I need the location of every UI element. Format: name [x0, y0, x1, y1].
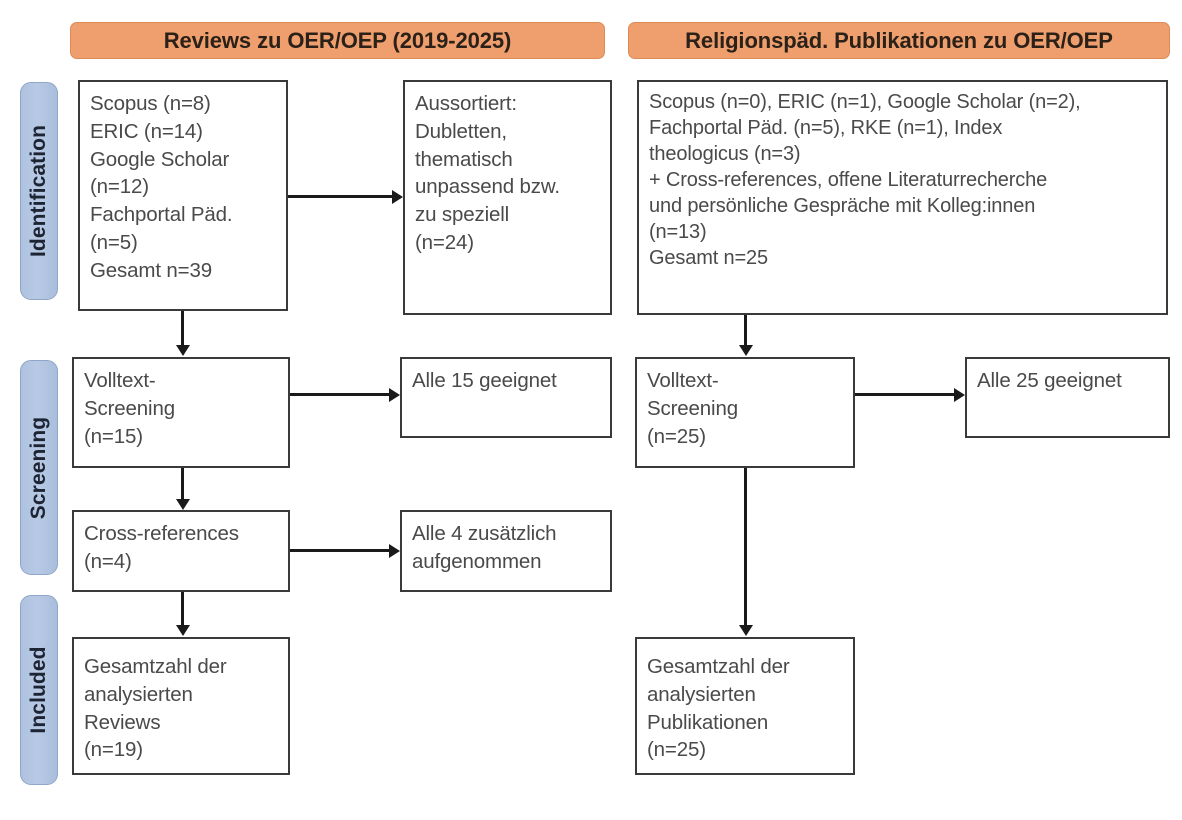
arrowhead-reviews-sources-to-screening: [175, 345, 190, 356]
box-publications-fulltext-screening: Volltext- Screening (n=25): [635, 357, 855, 468]
phase-pill-included: Included: [20, 595, 58, 785]
connector-reviews-crossref-to-included: [181, 592, 184, 626]
box-publications-sources: Scopus (n=0), ERIC (n=1), Google Scholar…: [637, 80, 1168, 315]
arrowhead-publications-screening-to-eligible: [954, 387, 965, 402]
box-reviews-sources: Scopus (n=8) ERIC (n=14) Google Scholar …: [78, 80, 288, 311]
column-header-reviews-label: Reviews zu OER/OEP (2019-2025): [163, 27, 512, 53]
box-reviews-cross-references: Cross-references (n=4): [72, 510, 290, 592]
box-reviews-all-eligible: Alle 15 geeignet: [400, 357, 612, 438]
arrowhead-publications-screening-to-included: [738, 625, 753, 636]
connector-publications-screening-to-included: [744, 468, 747, 626]
box-publications-all-eligible: Alle 25 geeignet: [965, 357, 1170, 438]
box-publications-included-total: Gesamtzahl der analysierten Publikatione…: [635, 637, 855, 775]
connector-reviews-crossref-to-added: [290, 549, 391, 552]
arrowhead-reviews-crossref-to-included: [175, 625, 190, 636]
connector-reviews-sources-to-excluded: [288, 195, 392, 198]
phase-pill-screening: Screening: [20, 360, 58, 575]
box-reviews-all-added: Alle 4 zusätzlich aufgenommen: [400, 510, 612, 592]
phase-pill-identification: Identification: [20, 82, 58, 300]
phase-label-included: Included: [27, 646, 50, 734]
connector-reviews-sources-to-screening: [181, 311, 184, 346]
arrowhead-reviews-screening-to-crossref: [175, 499, 190, 510]
connector-reviews-screening-to-crossref: [181, 468, 184, 500]
phase-label-screening: Screening: [27, 416, 50, 519]
connector-publications-sources-to-screening: [744, 315, 747, 346]
connector-publications-screening-to-eligible: [855, 393, 956, 396]
column-header-publications-label: Religionspäd. Publikationen zu OER/OEP: [685, 27, 1113, 53]
box-reviews-included-total: Gesamtzahl der analysierten Reviews (n=1…: [72, 637, 290, 775]
arrowhead-publications-sources-to-screening: [738, 345, 753, 356]
phase-label-identification: Identification: [27, 124, 50, 258]
arrowhead-reviews-crossref-to-added: [389, 543, 400, 558]
connector-reviews-screening-to-eligible: [290, 393, 391, 396]
arrowhead-reviews-screening-to-eligible: [389, 387, 400, 402]
arrowhead-reviews-sources-to-excluded: [392, 189, 403, 204]
box-reviews-fulltext-screening: Volltext- Screening (n=15): [72, 357, 290, 468]
column-header-reviews: Reviews zu OER/OEP (2019-2025): [70, 22, 605, 59]
box-reviews-excluded: Aussortiert: Dubletten, thematisch unpas…: [403, 80, 612, 315]
column-header-publications: Religionspäd. Publikationen zu OER/OEP: [628, 22, 1170, 59]
